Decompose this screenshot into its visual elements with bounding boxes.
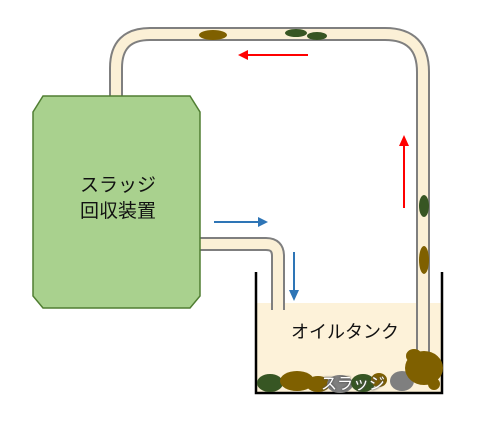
- sludge-recovery-device: [32, 95, 201, 309]
- sludge-particle: [419, 195, 429, 217]
- sludge-particle: [199, 30, 227, 40]
- inlet-flow-arrow-right: [214, 217, 268, 227]
- return-flow-arrow-top: [238, 50, 308, 60]
- sludge-particle: [307, 32, 327, 40]
- sludge-label: スラッジ: [320, 374, 385, 393]
- inlet-pipe: [200, 237, 285, 310]
- device-label-line1: スラッジ: [79, 174, 156, 196]
- oil-tank: [254, 272, 444, 395]
- sludge-particle: [419, 246, 429, 274]
- inlet-flow-arrow-down: [289, 252, 299, 301]
- sludge-particle: [285, 29, 307, 37]
- device-label: スラッジ 回収装置: [36, 172, 200, 224]
- tank-label: オイルタンク: [291, 322, 399, 343]
- sludge-deposit: [257, 349, 443, 393]
- device-label-line2: 回収装置: [79, 200, 156, 222]
- return-flow-arrow-side: [399, 135, 409, 208]
